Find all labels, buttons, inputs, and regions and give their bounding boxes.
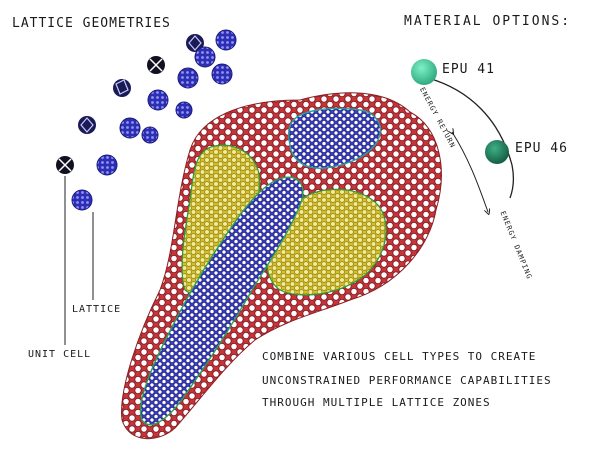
epu46-ball [485,140,509,164]
lattice-geometry-icons [56,29,237,211]
saddle-lattice [121,92,442,440]
lattice-sphere-icon [141,126,159,144]
blue-zone-top [287,107,381,169]
epu41-ball [411,59,437,85]
lattice-sphere-icon [194,46,216,68]
lattice-sphere-icon [119,117,141,139]
unit-cell-icon [113,79,131,97]
unit-cell-icon [186,34,204,52]
lattice-sphere-icon [177,67,199,89]
caption-line-1: Combine various cell types to create [262,350,537,363]
lattice-sphere-icon [215,29,237,51]
lattice-sphere-icon [211,63,233,85]
lattice-sphere-icon [71,189,93,211]
lattice-label: Lattice [72,304,122,315]
lattice-sphere-icon [96,154,118,176]
energy-arrow [452,132,488,212]
lattice-sphere-icon [175,101,193,119]
epu46-label: EPU 46 [515,141,568,156]
lattice-sphere-icon [147,89,169,111]
epu41-label: EPU 41 [442,62,495,77]
caption-line-2: unconstrained performance capabilities [262,374,552,387]
unit-cell-icon [78,116,96,134]
caption-line-3: through multiple lattice zones [262,396,491,409]
unit-cell-icon [56,156,74,174]
material-options-title: Material options: [404,14,572,29]
unit-cell-icon [147,56,165,74]
lattice-geometries-title: Lattice geometries [12,16,171,31]
unit-cell-label: Unit cell [28,349,92,360]
blue-zone-core [139,176,304,426]
